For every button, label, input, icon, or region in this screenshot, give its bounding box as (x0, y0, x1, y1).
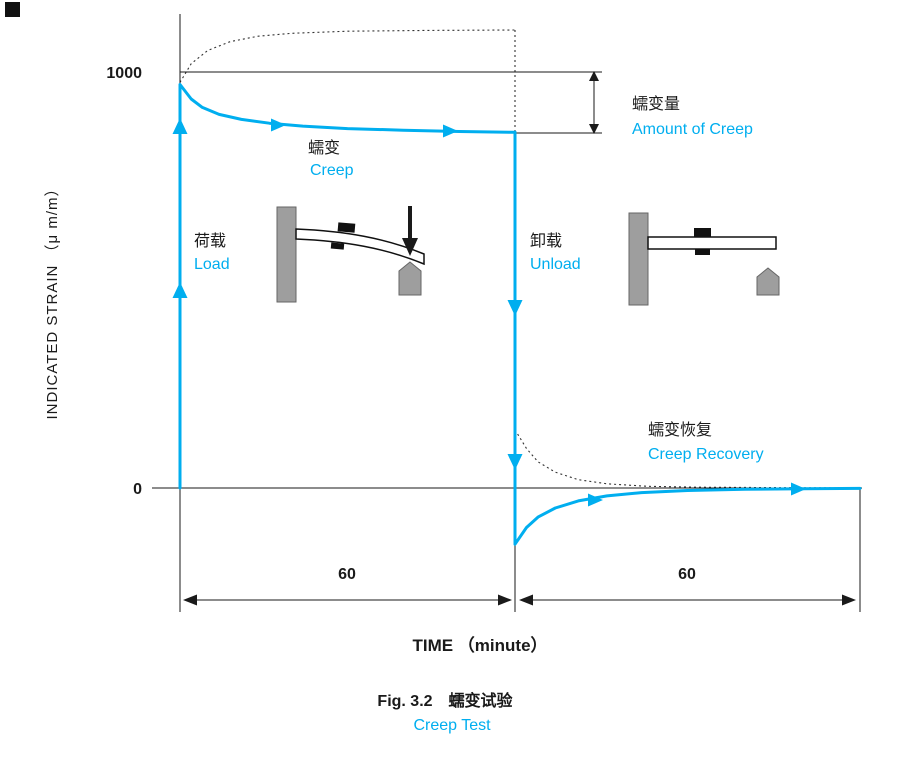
flow-arrow-up-icon (172, 282, 188, 298)
support-column (276, 206, 297, 303)
loaded-beam-illustration (276, 206, 425, 303)
figure-caption-zh: Fig. 3.2 蠕变试验 (377, 691, 513, 710)
recovery-label-en: Creep Recovery (648, 446, 764, 463)
specimen-creep-curve-dotted (179, 29, 516, 83)
strain-gauge-icon (337, 222, 356, 233)
amount-arrow-up-icon (589, 71, 599, 81)
right-duration-arrow-left-icon (519, 594, 533, 606)
flow-arrow-right-icon (271, 118, 286, 132)
duration-left-label: 60 (338, 566, 356, 583)
weight-icon (398, 261, 422, 296)
indicated-strain-load-creep-curve (178, 83, 517, 490)
strain-gauge-icon (330, 242, 345, 250)
y-axis-label: INDICATED STRAIN （μ m/m） (44, 180, 61, 419)
left-duration-arrow-left-icon (183, 594, 197, 606)
load-force-arrow-icon (402, 238, 418, 256)
x-axis-label: TIME （minute） (412, 635, 547, 655)
straight-beam (647, 236, 777, 250)
y-tick-1000: 1000 (106, 65, 142, 82)
right-duration-arrow-right-icon (842, 594, 856, 606)
load-label-en: Load (194, 256, 230, 273)
amount-arrow-down-icon (589, 124, 599, 134)
figure-caption-en: Creep Test (413, 717, 491, 734)
left-duration-arrow-right-icon (498, 594, 512, 606)
flow-arrow-down-icon (507, 300, 523, 316)
strain-gauge-icon (694, 228, 711, 237)
page-corner-mark (5, 2, 20, 17)
flow-arrow-right-icon (588, 493, 603, 507)
flow-arrow-right-icon (443, 124, 458, 138)
weight-icon (756, 267, 780, 296)
creep-label-en: Creep (310, 162, 354, 179)
amount-label-zh: 蠕变量 (632, 95, 680, 113)
amount-label-en: Amount of Creep (632, 121, 753, 138)
flow-arrow-down-icon (507, 454, 523, 470)
bent-beam (295, 228, 425, 266)
recovery-label-zh: 蠕变恢复 (648, 421, 712, 439)
flow-arrow-right-icon (791, 482, 806, 496)
y-tick-0: 0 (133, 481, 142, 498)
indicated-strain-unload-recovery-curve (513, 130, 862, 546)
specimen-recovery-curve-dotted (514, 429, 861, 489)
support-column (628, 212, 649, 306)
unload-label-zh: 卸载 (530, 232, 562, 250)
strain-gauge-icon (695, 249, 710, 255)
creep-label-zh: 蠕变 (308, 139, 340, 157)
unloaded-beam-illustration (628, 212, 780, 306)
load-label-zh: 荷载 (194, 232, 226, 250)
flow-arrow-up-icon (172, 118, 188, 134)
duration-right-label: 60 (678, 566, 696, 583)
unload-label-en: Unload (530, 256, 581, 273)
